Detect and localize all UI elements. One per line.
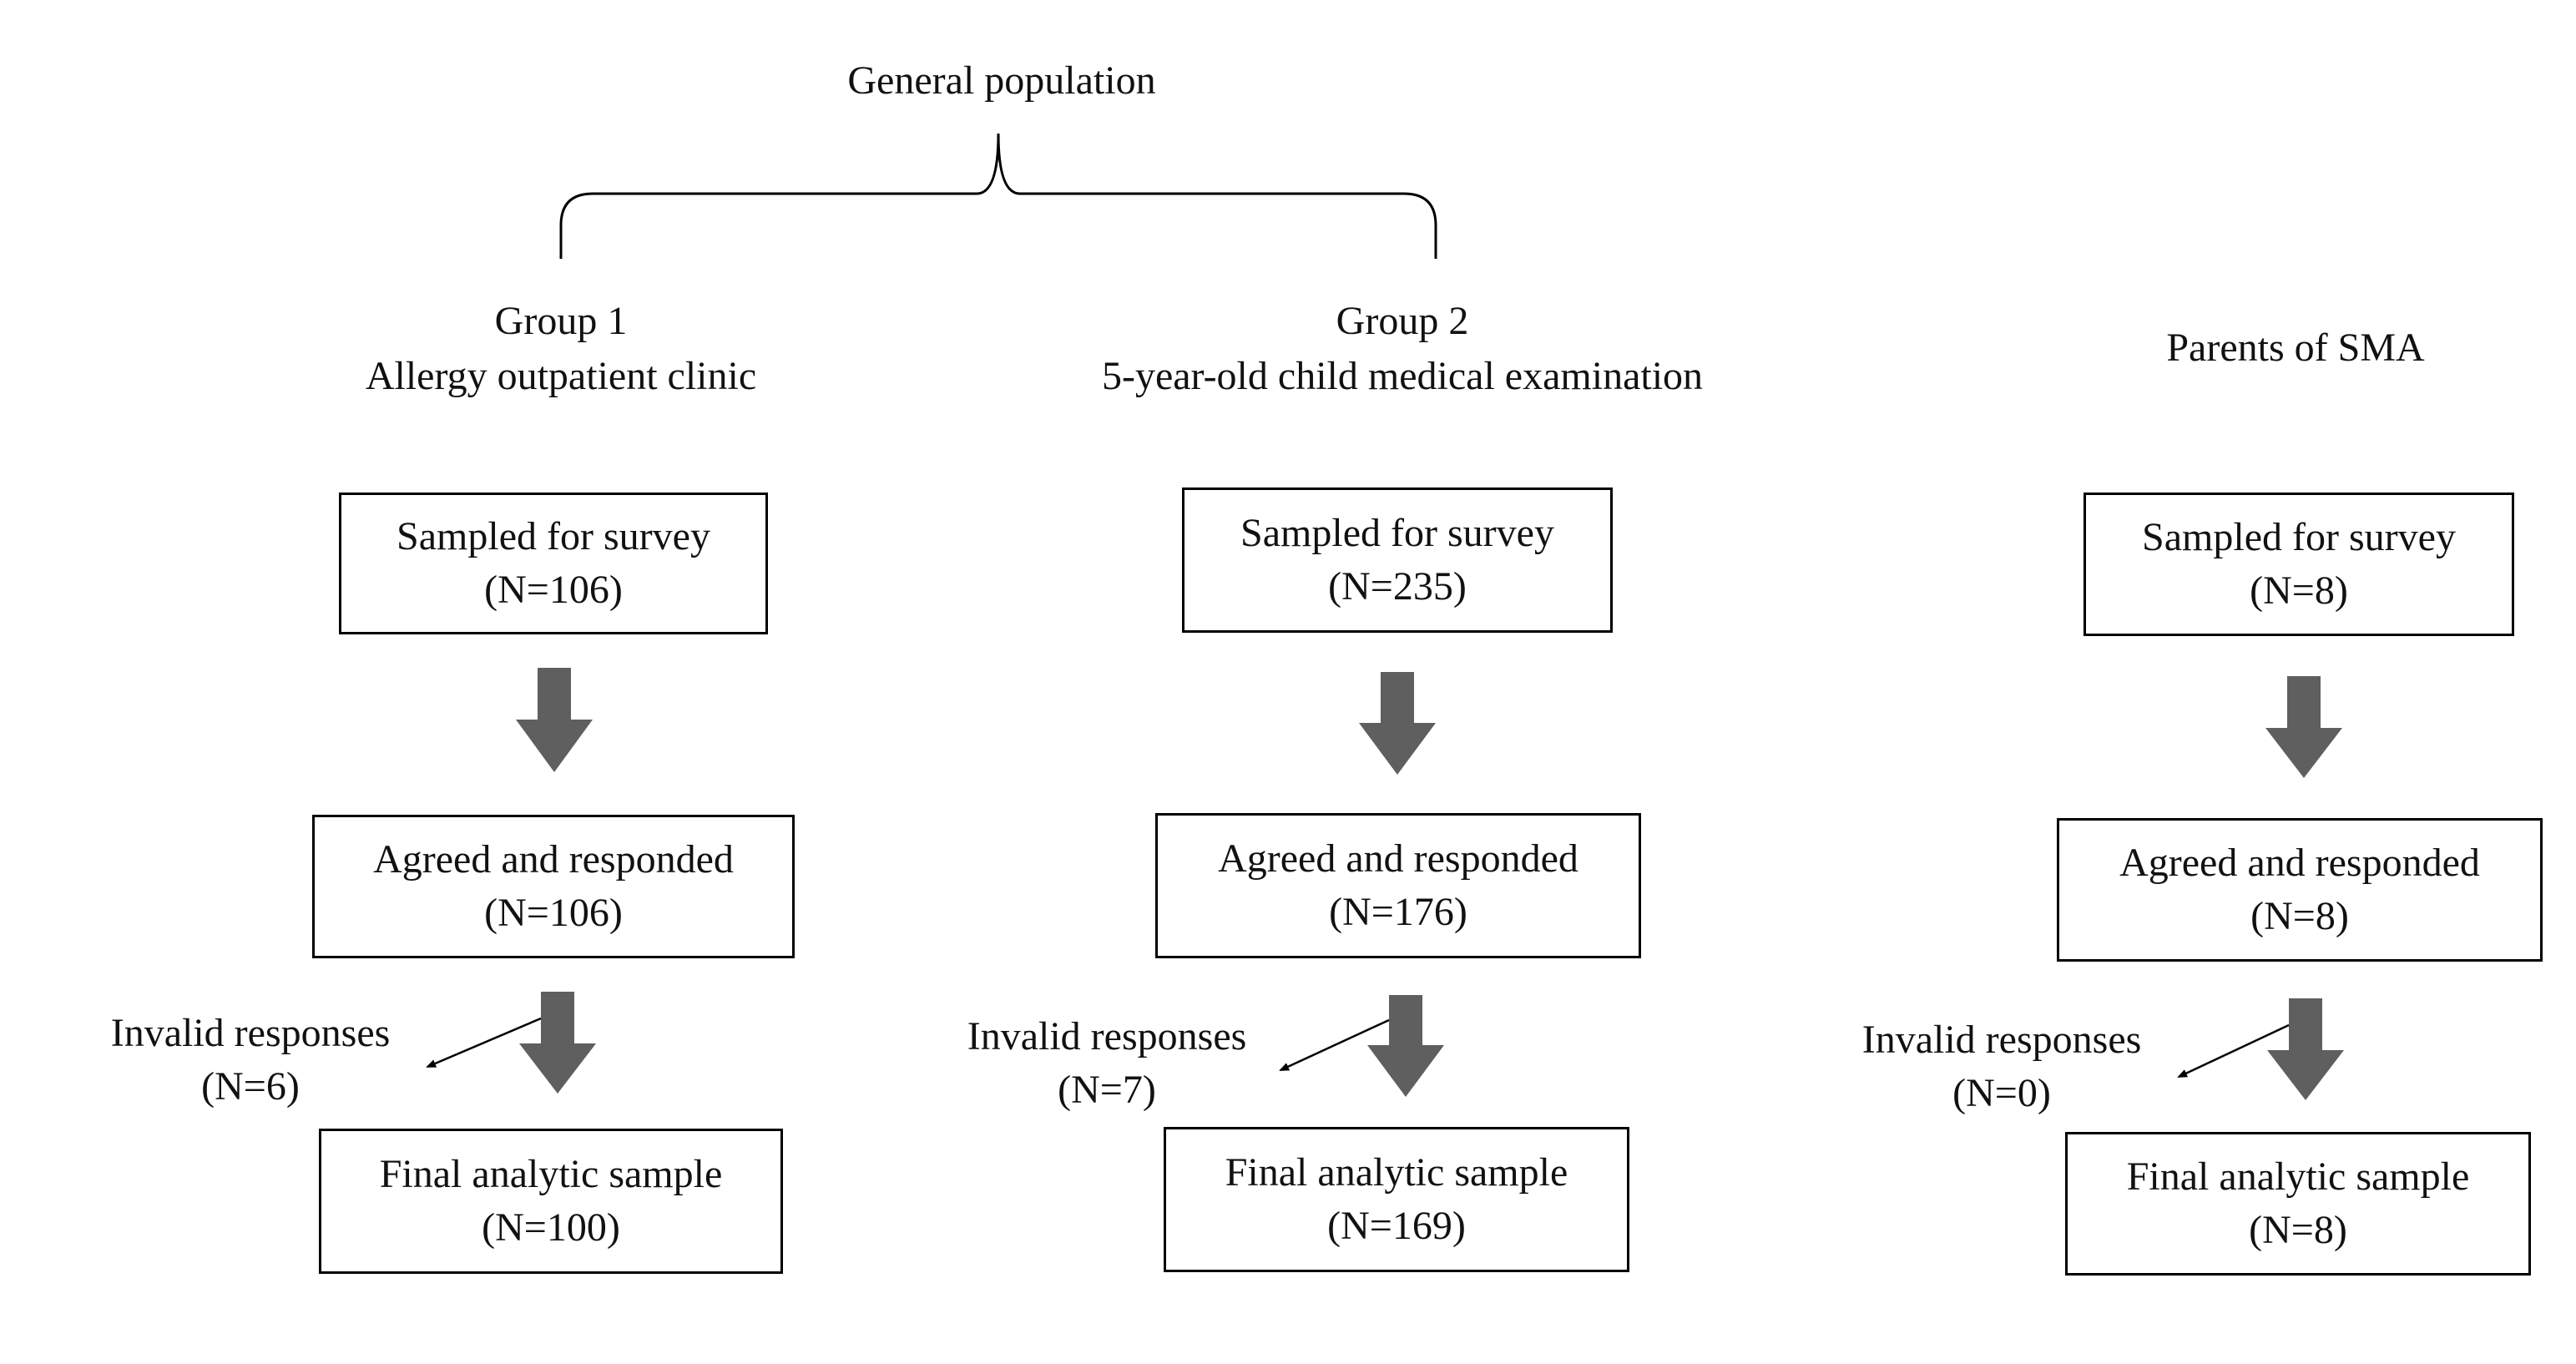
g3-final-label: Final analytic sample xyxy=(2126,1154,2470,1199)
g3-invalid-label: Invalid responses xyxy=(1861,1018,2142,1062)
invalid-arrow-g2 xyxy=(1279,1018,1390,1072)
invalid-arrow-g1 xyxy=(426,1017,542,1068)
down-arrow-g2-1 xyxy=(1359,672,1436,775)
g2-final-n: (N=169) xyxy=(1327,1204,1466,1248)
g3-sampled-label: Sampled for survey xyxy=(2142,515,2456,559)
g3-agreed-label: Agreed and responded xyxy=(2119,841,2480,885)
g2-invalid-n: (N=7) xyxy=(1058,1068,1156,1112)
group2-heading: Group 2 5-year-old child medical examina… xyxy=(985,294,1820,404)
population-brace xyxy=(559,133,1437,259)
g1-sampled-label: Sampled for survey xyxy=(397,514,710,558)
down-arrow-g1-1 xyxy=(516,668,593,772)
down-arrows xyxy=(516,668,2344,1100)
group3-heading: Parents of SMA xyxy=(2003,321,2576,376)
group3-title: Parents of SMA xyxy=(2166,326,2425,370)
g2-final-label: Final analytic sample xyxy=(1225,1150,1568,1195)
group2-subtitle: 5-year-old child medical examination xyxy=(1101,354,1704,398)
g1-final-n: (N=100) xyxy=(482,1205,620,1250)
g3-invalid: Invalid responses (N=0) xyxy=(1835,1013,2169,1120)
g2-sampled-n: (N=235) xyxy=(1328,564,1467,609)
down-arrow-g3-1 xyxy=(2265,676,2342,778)
g1-invalid-label: Invalid responses xyxy=(110,1011,391,1055)
g1-final-box: Final analytic sample (N=100) xyxy=(319,1129,783,1274)
g2-agreed-n: (N=176) xyxy=(1329,890,1467,934)
g2-invalid-label: Invalid responses xyxy=(967,1014,1247,1058)
group2-title: Group 2 xyxy=(1336,299,1469,343)
top-label: General population xyxy=(847,58,1156,103)
g1-agreed-box: Agreed and responded (N=106) xyxy=(312,815,795,958)
g3-sampled-n: (N=8) xyxy=(2250,568,2348,613)
g1-invalid: Invalid responses (N=6) xyxy=(83,1007,417,1114)
g2-invalid: Invalid responses (N=7) xyxy=(940,1010,1274,1117)
group1-title: Group 1 xyxy=(494,299,628,343)
g1-agreed-n: (N=106) xyxy=(484,891,623,935)
down-arrow-g2-2 xyxy=(1367,995,1444,1097)
down-arrow-g3-2 xyxy=(2267,998,2344,1100)
g2-sampled-label: Sampled for survey xyxy=(1240,511,1554,555)
g2-sampled-box: Sampled for survey (N=235) xyxy=(1182,488,1613,633)
invalid-arrow-g3 xyxy=(2177,1023,2290,1079)
g3-final-n: (N=8) xyxy=(2249,1208,2347,1252)
g1-sampled-n: (N=106) xyxy=(484,568,623,612)
g1-invalid-n: (N=6) xyxy=(201,1064,300,1109)
g1-agreed-label: Agreed and responded xyxy=(373,837,734,882)
g3-agreed-box: Agreed and responded (N=8) xyxy=(2057,818,2543,962)
group1-heading: Group 1 Allergy outpatient clinic xyxy=(227,294,895,404)
g2-agreed-box: Agreed and responded (N=176) xyxy=(1155,813,1641,958)
g2-agreed-label: Agreed and responded xyxy=(1218,836,1578,881)
g3-final-box: Final analytic sample (N=8) xyxy=(2065,1132,2531,1276)
g3-agreed-n: (N=8) xyxy=(2250,894,2349,938)
g3-invalid-n: (N=0) xyxy=(1952,1071,2051,1115)
down-arrow-g1-2 xyxy=(519,992,596,1094)
g3-sampled-box: Sampled for survey (N=8) xyxy=(2084,493,2514,636)
group1-subtitle: Allergy outpatient clinic xyxy=(365,354,757,398)
g2-final-box: Final analytic sample (N=169) xyxy=(1164,1127,1629,1272)
g1-final-label: Final analytic sample xyxy=(379,1152,723,1196)
g1-sampled-box: Sampled for survey (N=106) xyxy=(339,493,768,634)
